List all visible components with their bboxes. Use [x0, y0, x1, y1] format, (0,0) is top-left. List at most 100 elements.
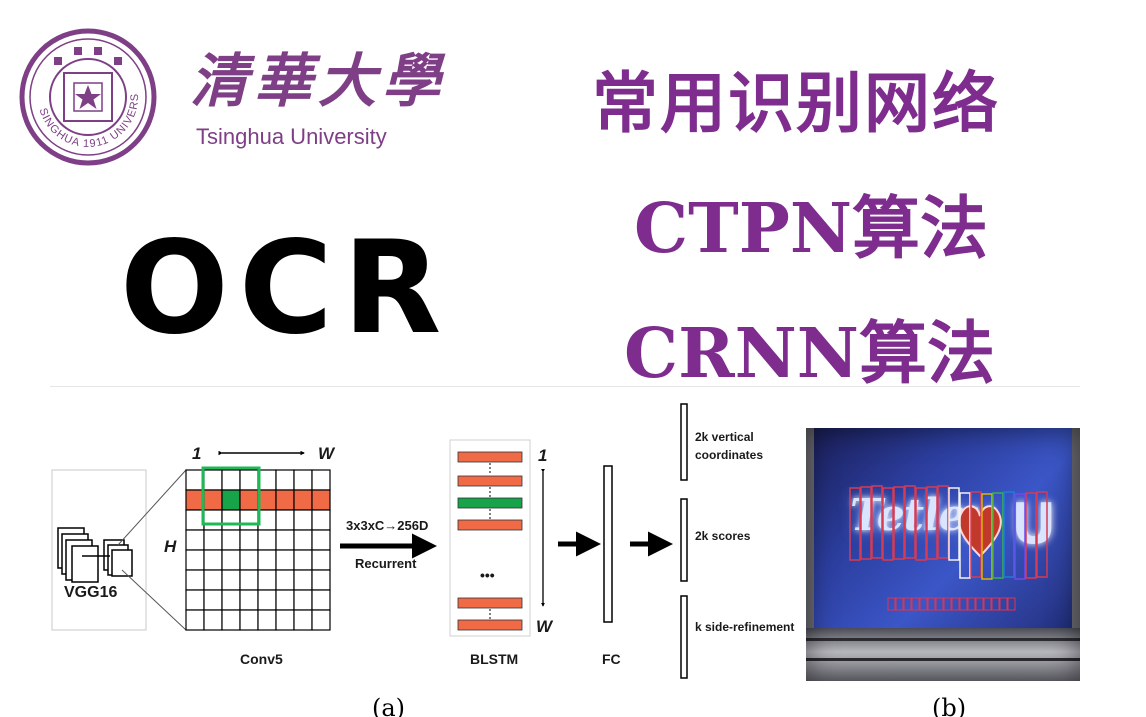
grid-cell	[239, 549, 259, 571]
grid-cell	[221, 509, 241, 531]
sliding-window	[201, 466, 261, 526]
text-proposal-box	[1025, 492, 1037, 579]
small-text-proposal-box	[991, 597, 1000, 611]
blstm-ellipsis: •••	[480, 567, 495, 583]
small-text-proposal-box	[983, 597, 992, 611]
grid-cell	[185, 489, 205, 511]
grid-cell	[185, 549, 205, 571]
grid-cell	[221, 569, 241, 591]
grid-cell	[293, 569, 313, 591]
arrow-bottom-label: Recurrent	[355, 556, 417, 571]
figure-divider	[50, 386, 1080, 387]
photo-pole-left	[806, 428, 814, 681]
blstm-label: BLSTM	[470, 651, 518, 667]
text-proposal-box	[981, 493, 993, 580]
grid-cell	[221, 589, 241, 611]
grid-cell	[257, 609, 277, 631]
grid-cell	[239, 469, 259, 491]
grid-cell	[239, 529, 259, 551]
blstm-bottom-label: W	[536, 617, 554, 636]
text-proposal-box	[849, 487, 861, 561]
grid-cell	[275, 609, 295, 631]
grid-cell	[275, 469, 295, 491]
grid-cell	[311, 489, 331, 511]
blstm-cell	[457, 497, 523, 509]
title-ctpn: CTPN算法	[634, 189, 989, 269]
billboard-photo: Tetley U	[806, 428, 1080, 681]
grid-cell	[257, 489, 277, 511]
grid-cell	[275, 549, 295, 571]
conv5-feature-grid	[185, 466, 331, 631]
blstm-cell	[457, 619, 523, 631]
output-refinement-label: k side-refinement	[695, 620, 794, 634]
caption-a: (a)	[372, 694, 405, 717]
text-proposal-box	[1014, 493, 1026, 580]
small-text-proposal-box	[975, 597, 984, 611]
grid-cell	[203, 609, 223, 631]
output-vertical-line2: coordinates	[695, 448, 763, 462]
grid-cell	[203, 469, 223, 491]
grid-cell	[203, 489, 223, 511]
grid-cell	[275, 509, 295, 531]
blstm-cell	[457, 519, 523, 531]
text-proposal-boxes	[849, 485, 1048, 611]
grid-cell	[293, 549, 313, 571]
grid-cell	[311, 529, 331, 551]
grid-cell	[221, 469, 241, 491]
text-proposal-box	[860, 486, 872, 560]
small-text-proposal-box	[943, 597, 952, 611]
grid-cell	[257, 469, 277, 491]
grid-cell	[293, 589, 313, 611]
grid-cell	[257, 529, 277, 551]
grid-top-one-label: 1	[192, 444, 201, 463]
output-bar-vertical	[680, 403, 688, 481]
title-recognition-networks: 常用识别网络	[592, 64, 1000, 142]
grid-cell	[293, 529, 313, 551]
grid-cell	[293, 469, 313, 491]
grid-cell	[185, 509, 205, 531]
grid-cell	[185, 609, 205, 631]
small-text-proposal-box	[911, 597, 920, 611]
brand-english-name: Tsinghua University	[196, 124, 387, 149]
text-proposal-box	[937, 485, 949, 559]
fc-label: FC	[602, 651, 621, 667]
grid-side-h-label: H	[164, 537, 177, 556]
main-title-ocr: OCR	[120, 214, 452, 363]
blstm-cells	[457, 451, 523, 631]
text-proposal-box	[882, 487, 894, 561]
grid-cell	[221, 549, 241, 571]
blstm-top-label: 1	[538, 446, 547, 465]
grid-cell	[293, 489, 313, 511]
text-proposal-box	[948, 487, 960, 561]
grid-cell	[275, 589, 295, 611]
grid-cell	[293, 609, 313, 631]
output-bar-scores	[680, 498, 688, 582]
grid-cell	[203, 549, 223, 571]
grid-cell	[221, 489, 241, 511]
grid-cell	[275, 489, 295, 511]
fc-layer-bar	[603, 465, 613, 623]
grid-cell	[257, 569, 277, 591]
small-text-proposal-box	[903, 597, 912, 611]
text-proposal-box	[992, 492, 1004, 579]
vgg16-label: VGG16	[64, 584, 117, 601]
grid-cell	[311, 469, 331, 491]
grid-cell	[275, 529, 295, 551]
grid-cell	[311, 609, 331, 631]
grid-cell	[239, 489, 259, 511]
grid-cell	[311, 569, 331, 591]
small-text-proposal-box	[887, 597, 896, 611]
grid-cell	[185, 589, 205, 611]
grid-cell	[311, 589, 331, 611]
grid-cell	[239, 569, 259, 591]
text-proposal-box	[1036, 491, 1048, 578]
text-proposal-box	[970, 491, 982, 578]
grid-cell	[239, 589, 259, 611]
small-text-proposal-box	[895, 597, 904, 611]
title-crnn: CRNN算法	[624, 314, 995, 394]
grid-cell	[293, 509, 313, 531]
output-bar-refinement	[680, 595, 688, 679]
output-vertical-line1: 2k vertical	[695, 430, 754, 444]
text-proposal-box	[871, 485, 883, 559]
grid-cell	[203, 569, 223, 591]
